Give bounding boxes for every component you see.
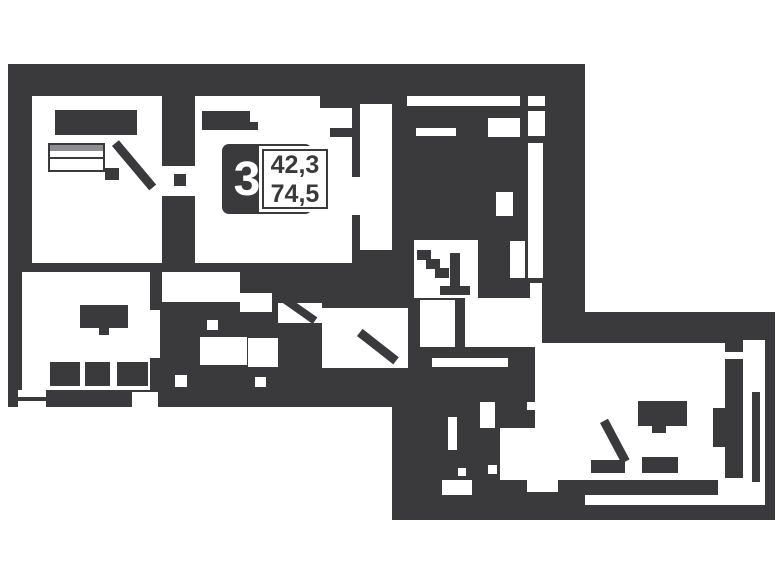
furniture-sofa-segment <box>591 460 625 473</box>
core-slot <box>407 96 520 106</box>
area-value-top: 42,3 <box>270 151 320 179</box>
dresser-line <box>50 157 103 159</box>
stairs-rail <box>440 286 470 295</box>
furniture-wardrobe <box>320 96 353 108</box>
core-slot <box>510 120 518 136</box>
core-slot <box>528 96 545 106</box>
area-value-bottom: 74,5 <box>270 180 320 208</box>
furniture-cabinet <box>713 408 725 447</box>
fixture-cutout <box>255 377 266 387</box>
window-glazing-bottom-left <box>18 397 46 401</box>
wing-hall-cell <box>420 300 455 347</box>
furniture-sofa-segment <box>117 362 148 386</box>
fixture-cutout <box>448 417 457 450</box>
unit-number: 3 <box>233 153 261 206</box>
stairs-rail <box>450 253 460 295</box>
fixture-cutout <box>488 465 497 474</box>
wall-stub <box>105 168 119 180</box>
fixture-cutout <box>527 480 558 492</box>
fixture-sink-cutout <box>240 293 272 312</box>
wing-closet-slot <box>432 358 508 367</box>
furniture-sofa-segment <box>642 457 678 473</box>
fixture-cutout <box>175 375 187 387</box>
window-gap-wing-top <box>725 352 743 359</box>
stairs-step-icon <box>435 268 449 278</box>
core-slot <box>528 111 545 136</box>
furniture-table <box>80 305 128 328</box>
furniture-wardrobe <box>55 110 137 135</box>
furniture-chair <box>652 426 666 433</box>
furniture-sofa-segment <box>50 362 80 386</box>
window-glazing-right <box>752 392 760 482</box>
furniture-sofa-segment <box>85 362 110 386</box>
room-kitchen-living-floor-ext <box>500 428 535 480</box>
elevator-shaft-slot <box>528 143 543 278</box>
furniture-desk <box>202 111 250 130</box>
balcony-door-gap <box>718 478 743 495</box>
balcony-bottom-gap <box>585 495 765 505</box>
window-gap-bottom-2 <box>132 392 158 407</box>
door-leaf-dot <box>174 174 186 186</box>
wing-door-slot <box>530 283 542 347</box>
wing-hall-cell <box>465 298 530 347</box>
furniture-chair <box>250 122 258 130</box>
core-slot <box>416 128 456 136</box>
dresser-top-strip <box>50 145 103 151</box>
stairs-step-icon <box>426 259 440 269</box>
corridor-floor <box>360 104 392 250</box>
furniture-dining-table <box>638 401 687 426</box>
fixture-cutout <box>207 320 218 330</box>
core-slot <box>510 241 525 278</box>
door-opening-living <box>150 310 160 358</box>
fixture-shower-cutout <box>200 337 247 365</box>
fixture-washer-cutout <box>480 402 495 428</box>
unit-area-table: 42,3 74,5 <box>259 146 331 212</box>
room-kitchen-living-floor <box>535 343 725 480</box>
hallway-floor <box>162 272 240 302</box>
stairs-step-icon <box>417 250 431 260</box>
furniture-shelf <box>330 128 352 137</box>
core-slot <box>496 192 513 216</box>
fixture-toilet-cutout <box>248 338 278 367</box>
fixture-cutout <box>458 468 466 476</box>
door-opening-bedroom2 <box>352 177 360 215</box>
furniture-chair <box>99 328 109 335</box>
furniture-dresser-radiator <box>48 143 105 172</box>
fixture-cutout <box>442 480 472 495</box>
